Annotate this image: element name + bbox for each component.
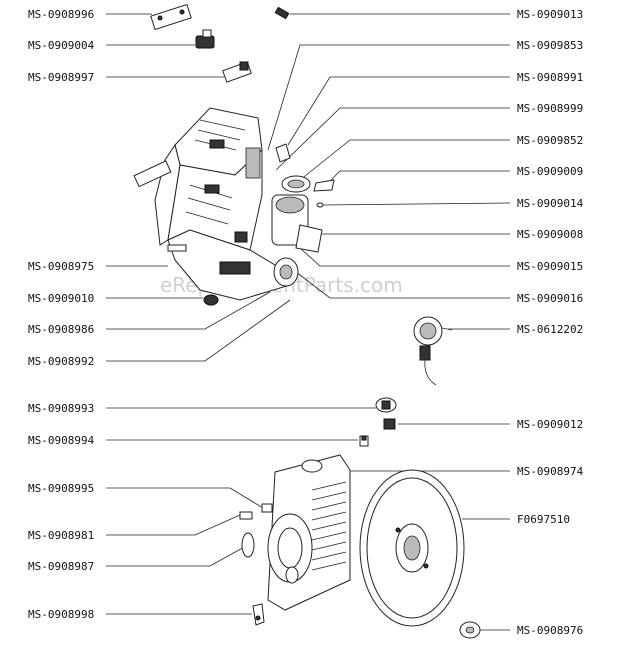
part-label[interactable]: MS-0909015 (517, 260, 583, 273)
left-labels: MS-0908996 MS-0909004 MS-0908997 MS-0908… (28, 8, 95, 621)
knob-part[interactable] (375, 397, 397, 413)
wedge-part[interactable] (313, 179, 335, 192)
part-label[interactable]: MS-0909016 (517, 292, 583, 305)
plate-clip[interactable] (239, 503, 273, 520)
gasket-part[interactable] (241, 532, 255, 558)
main-chassis[interactable] (133, 107, 291, 301)
back-plate[interactable] (267, 454, 351, 611)
part-label[interactable]: MS-0908986 (28, 323, 94, 336)
ring-part[interactable] (316, 202, 324, 208)
screw-part[interactable] (274, 6, 290, 20)
part-label[interactable]: MS-0909012 (517, 418, 583, 431)
part-label[interactable]: MS-0908996 (28, 8, 94, 21)
part-label[interactable]: MS-0909852 (517, 134, 583, 147)
part-label[interactable]: MS-0909008 (517, 228, 583, 241)
clip-part[interactable] (275, 143, 291, 163)
part-label[interactable]: MS-0909014 (517, 197, 584, 210)
pump-assembly[interactable] (271, 175, 323, 287)
part-label[interactable]: MS-0908995 (28, 482, 94, 495)
washer-part[interactable] (459, 621, 481, 639)
part-label[interactable]: MS-0909004 (28, 39, 95, 52)
leader-lines (106, 13, 511, 631)
block-part[interactable] (383, 418, 396, 430)
part-label[interactable]: MS-0908974 (517, 465, 584, 478)
part-label[interactable]: MS-0909853 (517, 39, 583, 52)
part-label[interactable]: MS-0908997 (28, 71, 94, 84)
part-label[interactable]: MS-0908975 (28, 260, 94, 273)
part-label[interactable]: MS-0908993 (28, 402, 94, 415)
part-label[interactable]: MS-0908992 (28, 355, 94, 368)
part-label[interactable]: MS-0909010 (28, 292, 94, 305)
bushing-part[interactable] (359, 435, 369, 447)
part-label[interactable]: F0697510 (517, 513, 570, 526)
vent-grille (311, 481, 347, 571)
part-label[interactable]: MS-0908976 (517, 624, 583, 637)
switch-part[interactable] (195, 29, 215, 49)
lever-part[interactable] (252, 603, 265, 626)
part-label[interactable]: MS-0908998 (28, 608, 94, 621)
part-label[interactable]: MS-0909009 (517, 165, 583, 178)
thermostat-part[interactable] (413, 316, 453, 386)
part-label[interactable]: MS-0908994 (28, 434, 95, 447)
part-label[interactable]: MS-0908981 (28, 529, 94, 542)
right-labels: MS-0909013 MS-0909853 MS-0908991 MS-0908… (517, 8, 584, 637)
part-label[interactable]: MS-0908987 (28, 560, 94, 573)
part-label[interactable]: MS-0908999 (517, 102, 583, 115)
part-label[interactable]: MS-0908991 (517, 71, 583, 84)
bracket-part[interactable] (150, 3, 192, 31)
heating-disc[interactable] (359, 469, 465, 627)
foot-part[interactable] (203, 294, 219, 306)
connector-part[interactable] (222, 61, 252, 83)
part-label[interactable]: MS-0612202 (517, 323, 583, 336)
part-label[interactable]: MS-0909013 (517, 8, 583, 21)
